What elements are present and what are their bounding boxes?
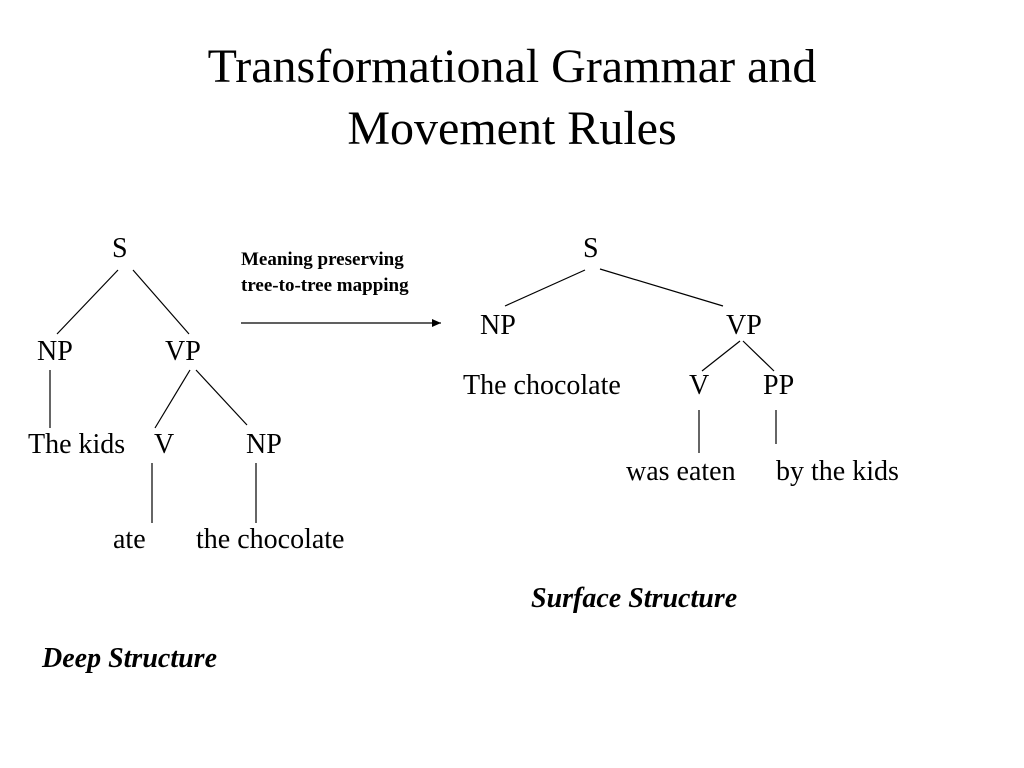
deep-leaf-v: ate — [113, 524, 146, 555]
surface-edge-vp-v — [701, 340, 741, 372]
surface-leaf-v: was eaten — [626, 456, 736, 487]
deep-leaf-np2: the chocolate — [196, 524, 345, 555]
deep-edge-s-vp — [132, 269, 190, 335]
deep-structure-caption: Deep Structure — [42, 643, 217, 674]
surface-edge-s-np — [504, 269, 586, 307]
deep-node-np: NP — [37, 336, 73, 367]
slide-title: Transformational Grammar and Movement Ru… — [0, 36, 1024, 160]
surface-leaf-pp: by the kids — [776, 456, 899, 487]
mapping-label: Meaning preserving tree-to-tree mapping — [241, 247, 409, 299]
deep-leaf-np: The kids — [28, 429, 126, 460]
deep-node-vp: VP — [165, 336, 201, 367]
surface-edge-s-vp — [599, 268, 724, 307]
deep-node-s: S — [112, 233, 128, 264]
surface-node-v: V — [689, 370, 710, 401]
surface-structure-caption: Surface Structure — [531, 583, 738, 614]
mapping-label-line-2: tree-to-tree mapping — [241, 275, 409, 296]
surface-edge-vp-pp — [742, 340, 775, 372]
surface-node-vp: VP — [726, 310, 762, 341]
deep-node-np2: NP — [246, 429, 282, 460]
title-line-1: Transformational Grammar and — [207, 40, 817, 93]
surface-node-pp: PP — [763, 370, 795, 401]
mapping-label-line-1: Meaning preserving — [241, 249, 404, 270]
surface-leaf-np: The chocolate — [463, 370, 621, 401]
deep-edge-vp-v — [154, 369, 191, 429]
deep-edge-s-np — [56, 269, 119, 335]
deep-node-v: V — [154, 429, 175, 460]
surface-node-np: NP — [480, 310, 516, 341]
surface-node-s: S — [583, 233, 599, 264]
deep-edge-vp-np — [195, 369, 248, 426]
title-line-2: Movement Rules — [347, 102, 677, 155]
